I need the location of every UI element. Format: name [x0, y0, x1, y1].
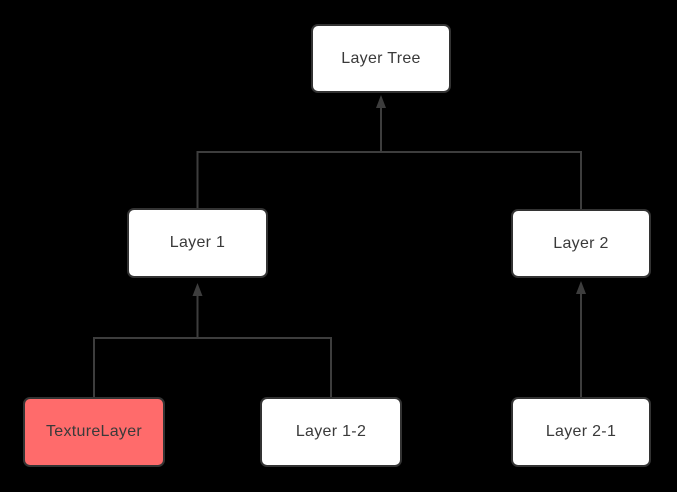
arrowhead-into-layer-2 [576, 281, 586, 294]
node-layer-1-2: Layer 1-2 [260, 397, 402, 467]
node-layer-2: Layer 2 [511, 209, 651, 278]
node-texture-layer: TextureLayer [23, 397, 165, 467]
arrowhead-into-layer-tree [376, 95, 386, 108]
node-layer-tree-label: Layer Tree [341, 49, 421, 67]
connector-layer1-children [93, 337, 332, 397]
node-layer-tree: Layer Tree [311, 24, 451, 93]
node-texture-layer-label: TextureLayer [45, 423, 143, 440]
node-layer-2-1-label: Layer 2-1 [545, 423, 617, 440]
node-layer-2-label: Layer 2 [553, 234, 609, 252]
node-layer-1: Layer 1 [127, 208, 268, 278]
node-layer-1-2-label: Layer 1-2 [295, 423, 367, 440]
connector-layertree-children [196, 151, 582, 209]
node-layer-2-1: Layer 2-1 [511, 397, 651, 467]
arrowhead-into-layer-1 [192, 283, 203, 296]
node-layer-1-label: Layer 1 [169, 234, 226, 251]
